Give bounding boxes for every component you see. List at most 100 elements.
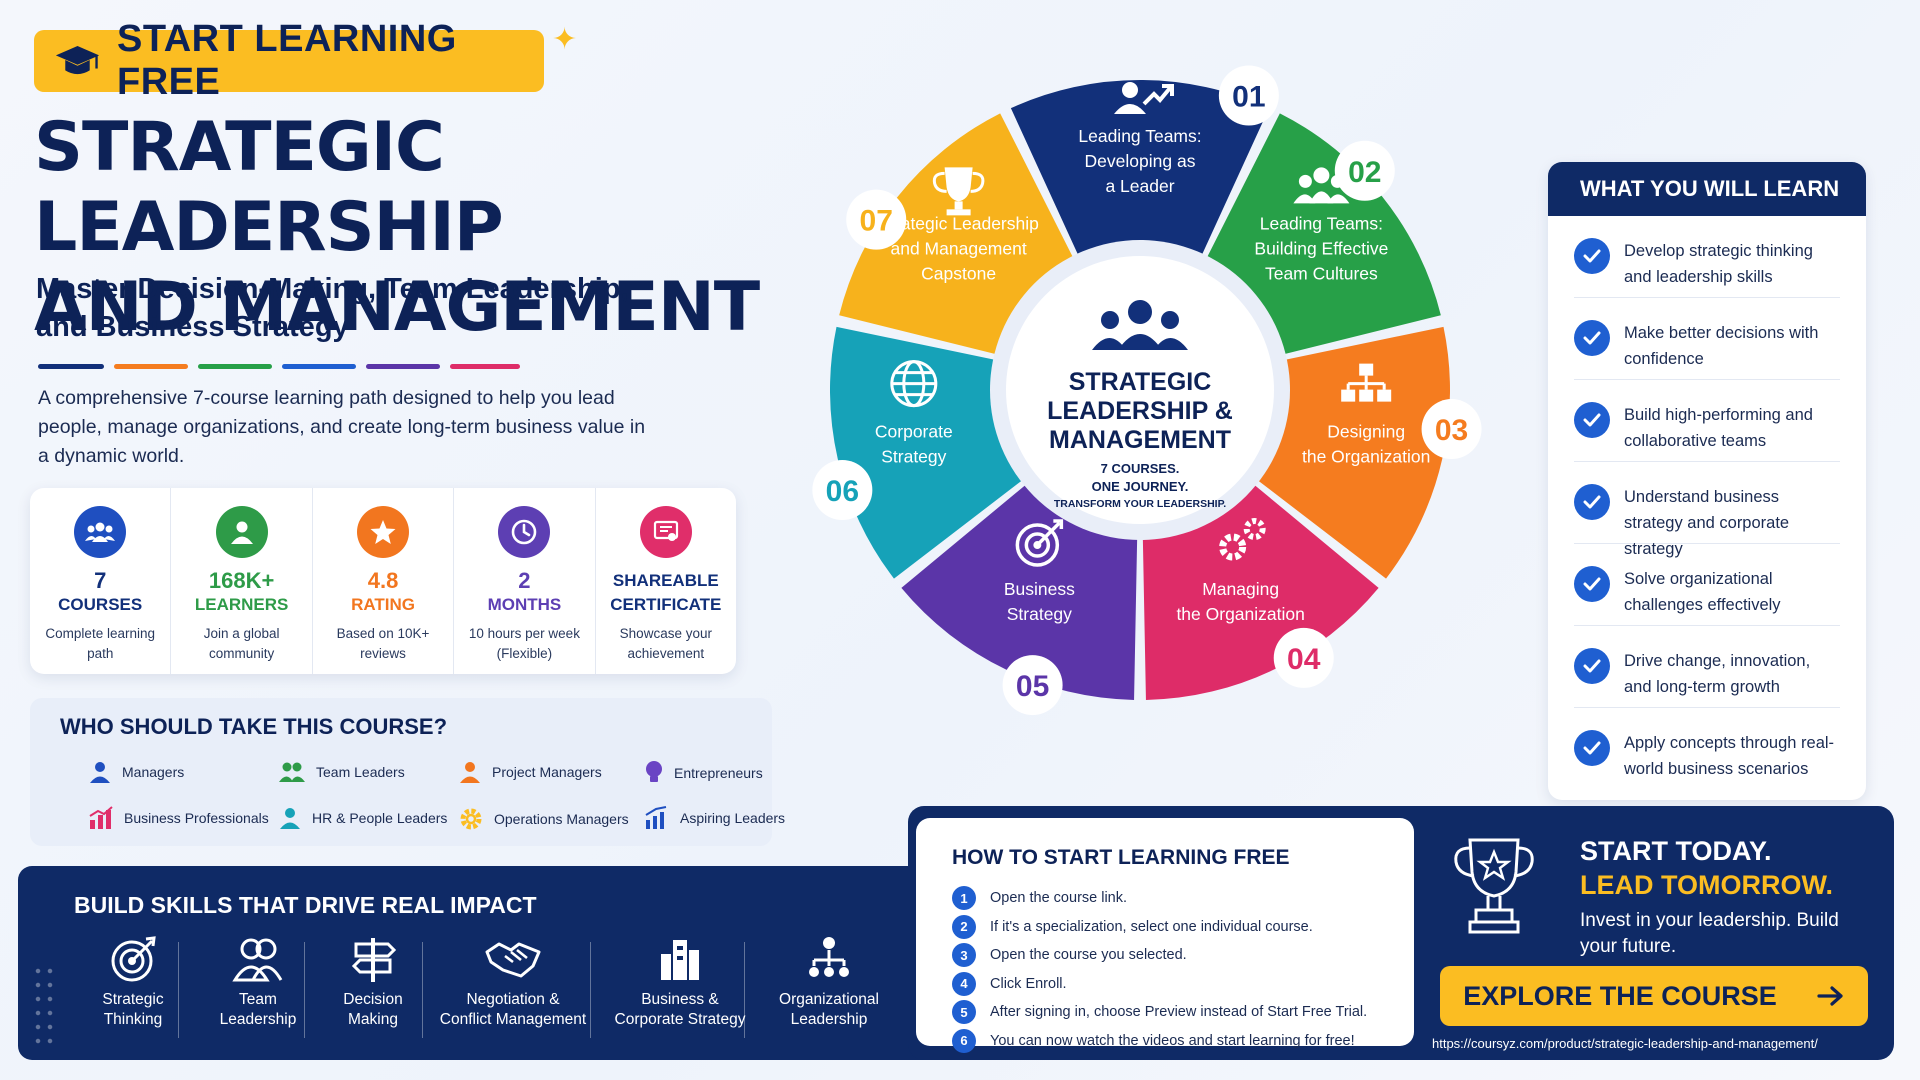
stats-card: 7 COURSES Complete learning path 168K+ L…: [30, 488, 736, 674]
stat-label: RATING: [351, 595, 415, 614]
audience-item: Operations Managers: [458, 806, 629, 832]
stat-value: 168K+: [208, 568, 275, 593]
stat-value: 4.8: [367, 568, 399, 593]
audience-label: Managers: [122, 764, 185, 780]
audience-label: HR & People Leaders: [312, 810, 448, 826]
audience-label: Project Managers: [492, 764, 602, 780]
page-title: STRATEGIC LEADERSHIP AND MANAGEMENT: [34, 108, 834, 348]
wheel-number: 04: [1287, 643, 1321, 676]
learning-outcomes-list: Develop strategic thinking and leadershi…: [1548, 216, 1866, 790]
step-number: 3: [952, 943, 976, 967]
wheel-number-badge: [812, 460, 873, 521]
learning-outcome-item: Understand business strategy and corpora…: [1574, 462, 1840, 558]
wheel-center-line-2: LEADERSHIP &: [1047, 397, 1233, 425]
stat-value: SHAREABLE: [612, 571, 719, 590]
wheel-number-badge: [846, 189, 907, 250]
wheel-segment-label: Business: [1004, 579, 1075, 599]
learning-outcome-text: Develop strategic thinking and leadershi…: [1624, 242, 1813, 286]
wheel-segment-label: Leading Teams:: [1260, 213, 1383, 233]
team-icon: [232, 938, 283, 982]
stat-label: LEARNERS: [194, 595, 289, 614]
manager-icon: [90, 762, 110, 783]
wheel-segment-label: Strategy: [1007, 604, 1072, 624]
stat-label: MONTHS: [487, 595, 562, 614]
audience-label: Operations Managers: [494, 811, 629, 827]
learning-outcome-text: Understand business strategy and corpora…: [1624, 488, 1790, 558]
divider: [744, 942, 745, 1038]
audience-panel: WHO SHOULD TAKE THIS COURSE? Managers Te…: [30, 698, 785, 846]
wheel-center-tag-3: TRANSFORM YOUR LEADERSHIP.: [1054, 498, 1226, 510]
cta-headline-2: LEAD TOMORROW.: [1580, 870, 1833, 900]
wheel-segment-label: Strategy: [881, 447, 946, 467]
check-icon: [1574, 730, 1610, 766]
wheel-segment-label: the Organization: [1176, 604, 1304, 624]
stat-learners: 168K+ LEARNERS Join a global community: [171, 488, 313, 674]
wheel-segment-05[interactable]: [901, 483, 1138, 700]
course-url-link[interactable]: https://coursyz.com/product/strategic-le…: [1432, 1036, 1818, 1051]
wheel-segment-label: Corporate: [875, 422, 953, 442]
step-text: After signing in, choose Preview instead…: [990, 1004, 1368, 1020]
cta-headline-1: START TODAY.: [1580, 836, 1772, 866]
wheel-segment-03[interactable]: [1255, 326, 1450, 579]
wheel-segment-label: Managing: [1202, 579, 1279, 599]
step-text: Click Enroll.: [990, 975, 1067, 992]
explore-course-button[interactable]: EXPLORE THE COURSE: [1440, 966, 1868, 1026]
subtitle-line-2: and Business Strategy: [36, 311, 349, 343]
stat-note: 10 hours per week (Flexible): [468, 626, 580, 661]
wheel-center-tag-2: ONE JOURNEY.: [1092, 479, 1189, 494]
audience-item: Team Leaders: [278, 760, 405, 784]
audience-title: WHO SHOULD TAKE THIS COURSE?: [60, 714, 448, 739]
project-manager-icon: [460, 762, 480, 783]
step-number: 6: [952, 1028, 976, 1053]
wheel-segment-04[interactable]: [1142, 483, 1379, 700]
wheel-center-tag-1: 7 COURSES.: [1101, 461, 1180, 476]
wheel-segment-01[interactable]: [1010, 80, 1270, 258]
how-to-step: 3 Open the course you selected.: [952, 943, 1187, 967]
audience-item: Entrepreneurs: [644, 760, 763, 786]
stat-label: COURSES: [58, 595, 143, 614]
learning-outcome-item: Solve organizational challenges effectiv…: [1574, 544, 1840, 626]
skills-title: BUILD SKILLS THAT DRIVE REAL IMPACT: [74, 892, 537, 918]
wheel-segment-07[interactable]: [839, 113, 1075, 355]
sparkle-icon: ✦: [552, 23, 578, 56]
skills-panel: BUILD SKILLS THAT DRIVE REAL IMPACT Stra…: [18, 866, 942, 1060]
org-chart-icon: [1341, 363, 1392, 402]
learning-outcome-text: Make better decisions with confidence: [1624, 324, 1819, 368]
team-icon: [279, 762, 305, 782]
rainbow-divider: [38, 364, 520, 369]
wheel-number-badge: [1002, 655, 1063, 716]
step-text: If it's a specialization, select one ind…: [990, 918, 1313, 935]
arrow-right-icon: [1817, 986, 1843, 1006]
wheel-number: 05: [1016, 670, 1049, 703]
growth-icon: [1114, 82, 1174, 114]
person-icon: [215, 506, 268, 558]
badge-label: START LEARNING FREE: [117, 18, 457, 103]
lightbulb-icon: [646, 761, 662, 782]
course-wheel-graphic: Leading Teams:Developing asa Leader01Lea…: [812, 65, 1482, 716]
globe-icon: [890, 360, 938, 408]
hr-people-icon: [280, 808, 300, 829]
wheel-segment-label: Designing: [1327, 422, 1405, 442]
title-line-2: AND MANAGEMENT: [34, 268, 760, 347]
step-text: Open the course you selected.: [990, 947, 1187, 963]
leadership-group-icon: [1092, 300, 1188, 350]
divider: [304, 942, 305, 1038]
wheel-segment-label: a Leader: [1105, 176, 1174, 196]
audience-label: Aspiring Leaders: [680, 810, 786, 826]
wheel-segment-02[interactable]: [1205, 113, 1441, 355]
building-icon: [661, 940, 699, 980]
audience-label: Entrepreneurs: [674, 765, 763, 781]
page-subtitle: Master Decision-Making, Team Leadership,…: [36, 270, 656, 346]
stat-note: Based on 10K+ reviews: [336, 626, 430, 661]
wheel-segment-06[interactable]: [830, 326, 1025, 579]
learning-outcome-item: Apply concepts through real-world busine…: [1574, 708, 1840, 790]
stat-months: 2 MONTHS 10 hours per week (Flexible): [454, 488, 596, 674]
signpost-icon: [351, 938, 397, 982]
